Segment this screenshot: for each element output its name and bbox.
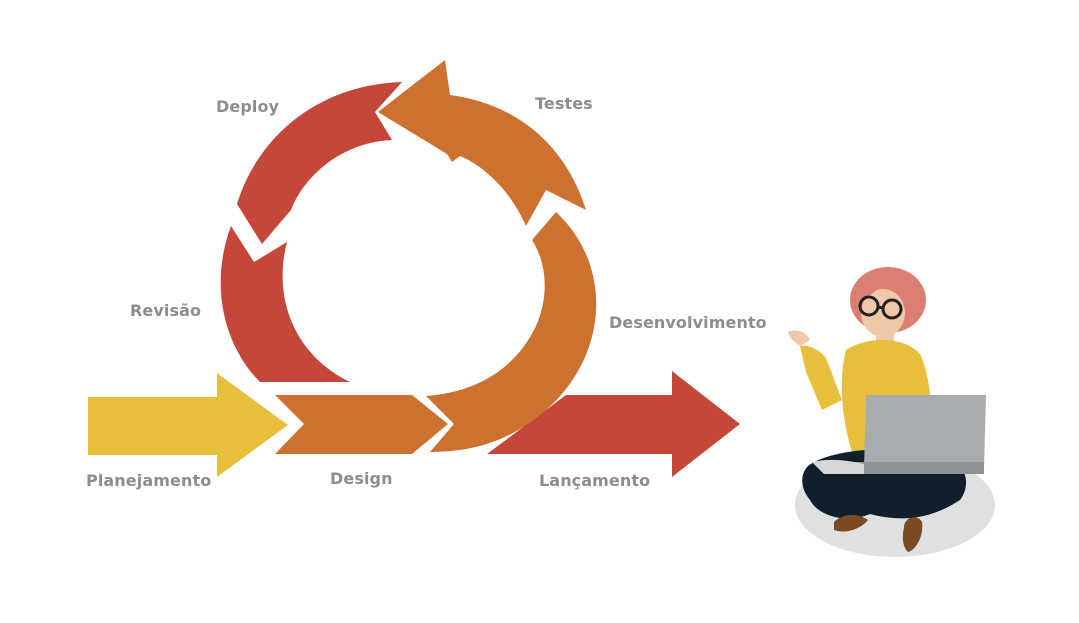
design-arrow — [275, 395, 448, 454]
deploy-label: Deploy — [216, 97, 280, 116]
desenvolvimento-label: Desenvolvimento — [609, 313, 767, 332]
revisao-label: Revisão — [130, 301, 202, 320]
desenvolvimento-segment — [426, 212, 597, 452]
glasses-icon — [858, 295, 903, 320]
lancamento-label: Lançamento — [539, 471, 651, 490]
revisao-segment — [220, 226, 350, 382]
deploy-segment — [237, 82, 402, 244]
laptop-icon — [812, 395, 986, 474]
planejamento-label: Planejamento — [86, 471, 212, 490]
testes-segment — [378, 60, 586, 226]
design-label: Design — [330, 469, 393, 488]
testes-label: Testes — [535, 94, 593, 113]
person-illustration — [788, 267, 995, 557]
lancamento-arrow — [487, 371, 740, 477]
planejamento-arrow — [88, 373, 288, 477]
